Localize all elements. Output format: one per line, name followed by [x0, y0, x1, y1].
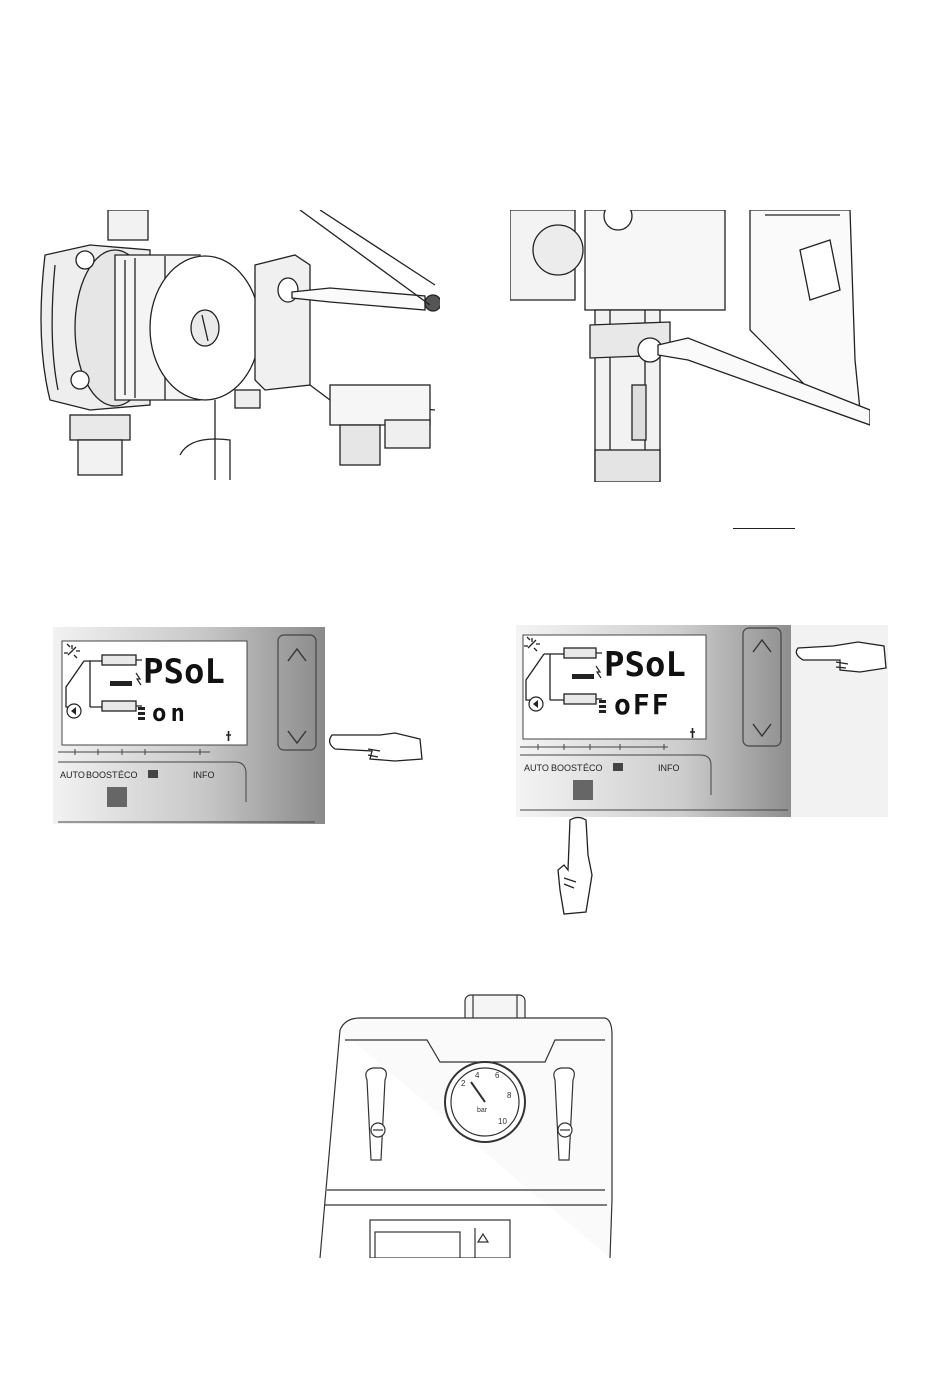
- tab-info-right[interactable]: INFO: [658, 763, 680, 773]
- display-panel-left: PSoL on AUTO BOOST ÉCO INFO: [50, 627, 430, 827]
- lcd-state-right: oFF: [614, 688, 671, 721]
- gauge-tick-10: 10: [498, 1117, 507, 1126]
- figure-valve-screwdriver: [510, 210, 870, 482]
- gauge-tick-4: 4: [475, 1071, 480, 1080]
- tab-auto-right[interactable]: AUTO: [524, 763, 549, 773]
- pointing-hand-icon: [330, 733, 422, 761]
- tab-boost-right[interactable]: BOOST: [551, 763, 583, 773]
- gauge-tick-2: 2: [461, 1079, 466, 1088]
- gauge-tick-8: 8: [507, 1091, 512, 1100]
- suitcase-icon[interactable]: [613, 763, 623, 771]
- tab-info-left[interactable]: INFO: [193, 770, 215, 780]
- suitcase-icon[interactable]: [148, 770, 158, 778]
- gauge-tick-6: 6: [495, 1071, 500, 1080]
- pointing-hand-icon: [558, 818, 592, 915]
- figure-unit-gauge: 2 4 6 8 10 bar: [315, 990, 615, 1258]
- tab-eco-right[interactable]: ÉCO: [583, 763, 603, 773]
- tab-eco-left[interactable]: ÉCO: [118, 770, 138, 780]
- lcd-state-left: on: [152, 699, 189, 727]
- tab-boost-left[interactable]: BOOST: [86, 770, 118, 780]
- figure-pump-screwdriver: [30, 210, 440, 480]
- display-panel-right: PSoL oFF AUTO BOOST ÉCO INFO: [468, 620, 888, 918]
- lcd-title-left: PSoL: [143, 652, 225, 692]
- underline-mark: [733, 528, 795, 529]
- gauge-unit: bar: [477, 1107, 488, 1114]
- lcd-title-right: PSoL: [604, 645, 686, 685]
- tab-auto-left[interactable]: AUTO: [60, 770, 85, 780]
